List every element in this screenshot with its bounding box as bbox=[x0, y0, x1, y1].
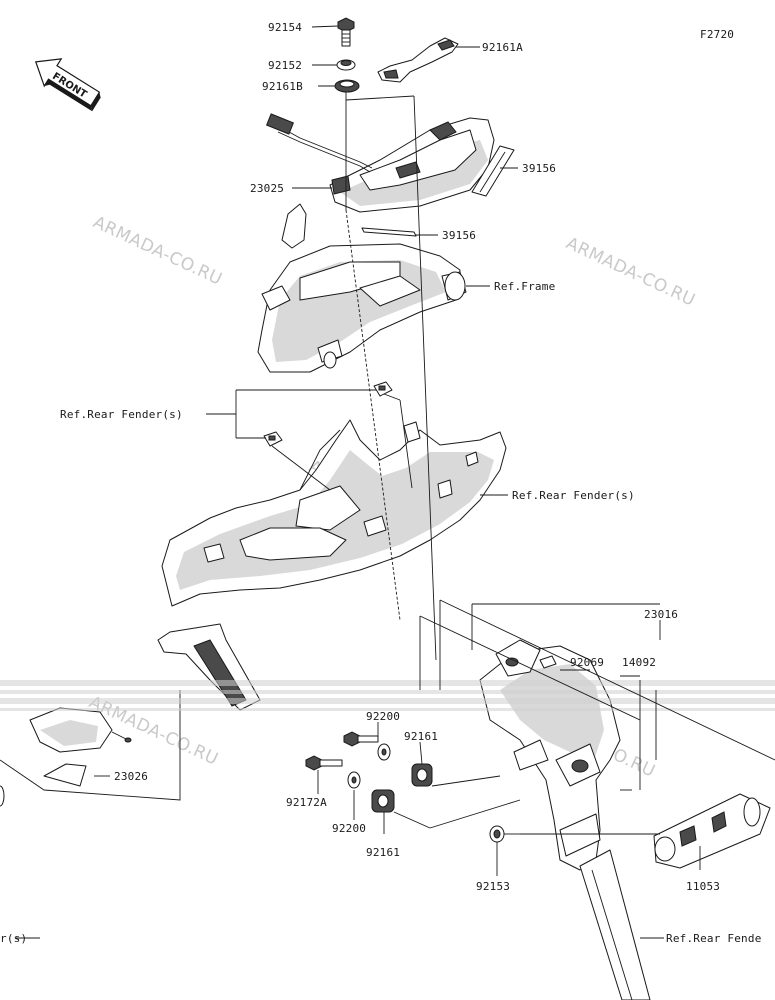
plate-holder-11053 bbox=[653, 793, 771, 869]
label-92161-upper: 92161 bbox=[404, 730, 438, 743]
label-23025: 23025 bbox=[250, 182, 284, 195]
clip-lower bbox=[263, 431, 283, 447]
label-14092: 14092 bbox=[622, 656, 656, 669]
label-ref-rear-fender-right: Ref.Rear Fender(s) bbox=[512, 489, 635, 502]
label-92172A: 92172A bbox=[286, 796, 327, 809]
frame-bracket bbox=[257, 203, 467, 373]
lens-39156-upper bbox=[471, 145, 515, 197]
label-92200-lower: 92200 bbox=[332, 822, 366, 835]
bolt-upper bbox=[343, 731, 379, 747]
label-23026: 23026 bbox=[114, 770, 148, 783]
strip-39156-lower bbox=[361, 227, 417, 237]
bolt-92154 bbox=[337, 17, 355, 47]
grommet-92161-upper bbox=[411, 763, 433, 787]
label-92069: 92069 bbox=[570, 656, 604, 669]
grommet-92161B bbox=[334, 79, 360, 93]
label-ref-rear-fender-bottom-left: r(s) bbox=[0, 932, 27, 945]
label-11053: 11053 bbox=[686, 880, 720, 893]
scan-artifact bbox=[0, 680, 775, 711]
label-92154: 92154 bbox=[268, 21, 302, 34]
watermark-1: ARMADA-CO.RU bbox=[90, 212, 225, 289]
label-92153: 92153 bbox=[476, 880, 510, 893]
tail-lamp-23025 bbox=[265, 113, 495, 213]
bolt-92153 bbox=[489, 825, 520, 843]
label-92152: 92152 bbox=[268, 59, 302, 72]
washer-92200-upper bbox=[377, 743, 391, 761]
grommet-92161-lower bbox=[371, 789, 395, 813]
lower-left-bracket bbox=[157, 623, 261, 711]
label-92161B: 92161B bbox=[262, 80, 303, 93]
rear-fender-assembly bbox=[161, 419, 507, 607]
bolt-92172A bbox=[305, 755, 343, 771]
clip-upper bbox=[373, 381, 393, 397]
figure-code: F2720 bbox=[700, 28, 734, 41]
label-39156-upper: 39156 bbox=[522, 162, 556, 175]
bracket-92161A bbox=[377, 37, 459, 83]
label-39156-lower: 39156 bbox=[442, 229, 476, 242]
label-ref-rear-fender-bottom-right: Ref.Rear Fende bbox=[666, 932, 762, 945]
leader-lines bbox=[16, 25, 775, 939]
label-ref-rear-fender-left: Ref.Rear Fender(s) bbox=[60, 408, 183, 421]
callout-labels: 92154 92152 92161B 92161A 39156 23025 39… bbox=[0, 21, 762, 945]
watermark-2: ARMADA-CO.RU bbox=[563, 233, 698, 310]
label-92161-lower: 92161 bbox=[366, 846, 400, 859]
washer-92200-lower bbox=[347, 771, 361, 789]
collar-92152 bbox=[336, 59, 356, 71]
label-92200-upper: 92200 bbox=[366, 710, 400, 723]
label-92161A: 92161A bbox=[482, 41, 523, 54]
label-ref-frame: Ref.Frame bbox=[494, 280, 555, 293]
front-arrow-icon: FRONT bbox=[34, 58, 101, 112]
label-23016: 23016 bbox=[644, 608, 678, 621]
